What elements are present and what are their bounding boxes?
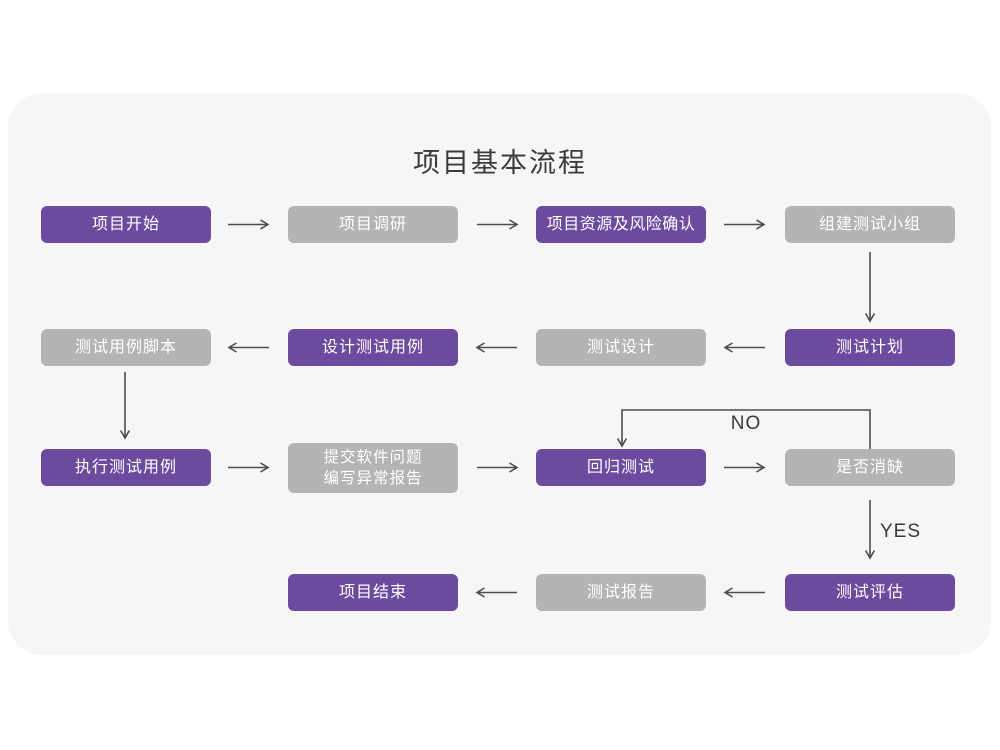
edge-label-yes: YES xyxy=(880,521,922,542)
node-label-line2: 编写异常报告 xyxy=(323,470,423,487)
node-label: 是否消缺 xyxy=(835,459,904,476)
node-label: 项目调研 xyxy=(338,216,407,233)
node-test-report: 测试报告 xyxy=(536,574,706,611)
node-regression-test: 回归测试 xyxy=(536,449,706,486)
node-project-research: 项目调研 xyxy=(288,206,458,243)
node-label: 测试设计 xyxy=(586,339,655,356)
node-label: 执行测试用例 xyxy=(74,459,177,476)
node-test-design: 测试设计 xyxy=(536,329,706,366)
flowchart-card xyxy=(8,93,991,655)
node-label: 测试用例脚本 xyxy=(74,339,177,356)
node-design-cases: 设计测试用例 xyxy=(288,329,458,366)
node-defect-cleared: 是否消缺 xyxy=(785,449,955,486)
node-label: 设计测试用例 xyxy=(321,339,424,356)
node-label: 回归测试 xyxy=(586,459,655,476)
node-label: 测试评估 xyxy=(835,584,904,601)
node-label: 测试计划 xyxy=(835,339,904,356)
node-label: 项目资源及风险确认 xyxy=(546,216,696,233)
edge-label-no: NO xyxy=(730,413,762,434)
node-label: 组建测试小组 xyxy=(818,216,921,233)
node-label: 项目结束 xyxy=(338,584,407,601)
node-label-line1: 提交软件问题 xyxy=(323,449,423,466)
node-project-end: 项目结束 xyxy=(288,574,458,611)
node-submit-issues: 提交软件问题 编写异常报告 xyxy=(288,443,458,493)
node-label: 项目开始 xyxy=(91,216,160,233)
node-execute-cases: 执行测试用例 xyxy=(41,449,211,486)
node-resource-risk: 项目资源及风险确认 xyxy=(536,206,706,243)
node-test-plan: 测试计划 xyxy=(785,329,955,366)
node-label: 测试报告 xyxy=(586,584,655,601)
node-test-evaluation: 测试评估 xyxy=(785,574,955,611)
diagram-title: 项目基本流程 xyxy=(413,148,587,178)
node-project-start: 项目开始 xyxy=(41,206,211,243)
node-case-script: 测试用例脚本 xyxy=(41,329,211,366)
node-build-team: 组建测试小组 xyxy=(785,206,955,243)
